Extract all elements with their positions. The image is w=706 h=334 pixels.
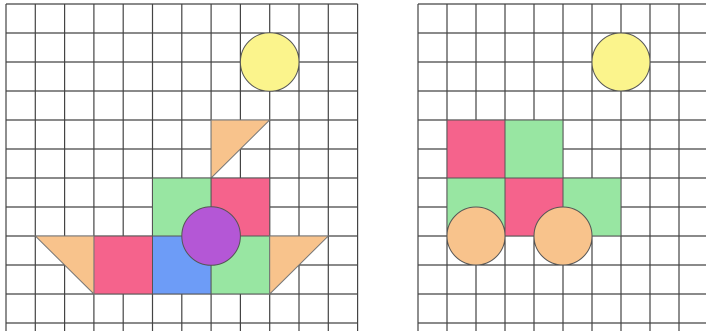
sun-circle — [592, 33, 650, 91]
right-wheel-circle — [534, 207, 592, 265]
top-pink-square — [447, 120, 505, 178]
top-green-square — [505, 120, 563, 178]
left-grid-figure — [6, 4, 358, 331]
porthole-circle — [182, 207, 241, 266]
sun-circle — [240, 33, 299, 92]
right-grid-figure — [418, 4, 706, 331]
left-wheel-circle — [447, 207, 505, 265]
hull-pink-square — [94, 236, 153, 294]
